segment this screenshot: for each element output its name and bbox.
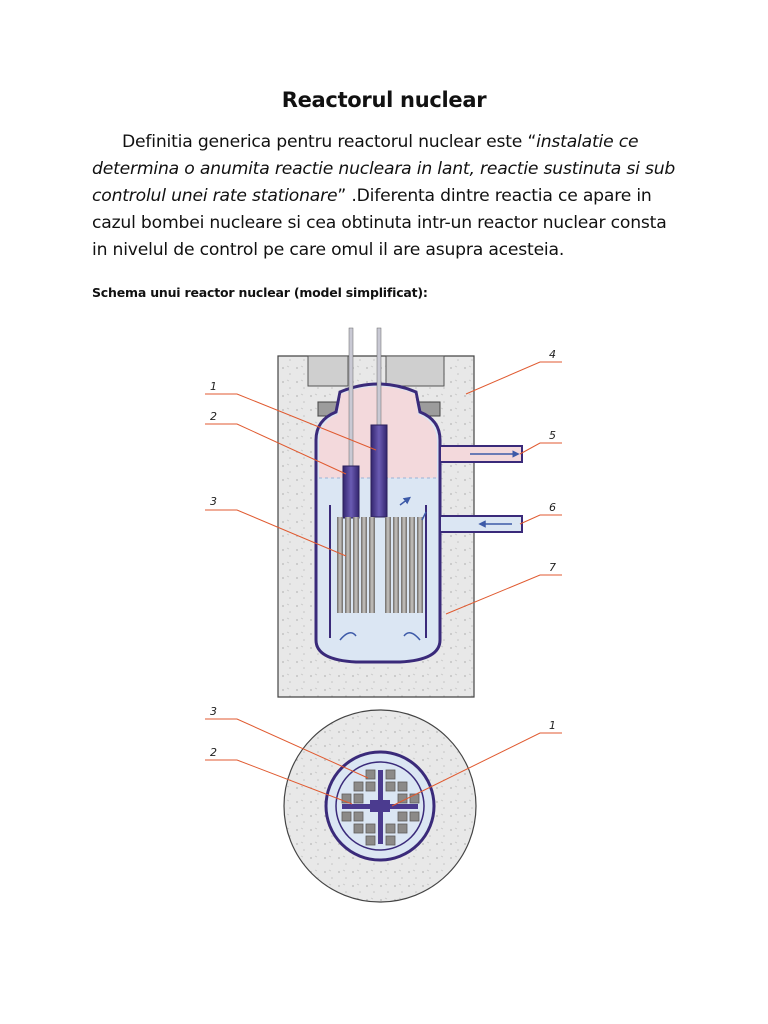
top-control-rods	[342, 770, 418, 844]
top-plug-left	[307, 355, 349, 387]
side-view: 1 2 3 4 5 6 7	[205, 327, 562, 698]
top-label-3: 3	[210, 705, 217, 718]
top-plug-right	[385, 355, 445, 387]
side-label-7: 7	[549, 561, 556, 574]
top-fuel-grid	[341, 769, 420, 846]
side-label-4: 4	[549, 348, 556, 361]
definition-paragraph: Definitia generica pentru reactorul nucl…	[92, 129, 682, 264]
top-label-1: 1	[549, 719, 556, 732]
side-label-3: 3	[210, 495, 217, 508]
side-label-5: 5	[549, 429, 556, 442]
side-label-6: 6	[549, 501, 556, 514]
side-label-1: 1	[210, 380, 217, 393]
rod-drive-left	[348, 327, 354, 469]
top-view: 3 2 1	[205, 705, 562, 903]
rod-drive-right	[376, 327, 382, 429]
side-label-2: 2	[210, 410, 217, 423]
page-title: Reactorul nuclear	[281, 88, 487, 112]
paragraph-text-1: Definitia generica pentru reactorul nucl…	[122, 132, 537, 152]
diagram-caption: Schema unui reactor nuclear (model simpl…	[92, 285, 428, 300]
control-rod-right	[370, 424, 388, 518]
paragraph-text-2: ” .Diferenta dintre reactia ce apare in …	[92, 186, 667, 260]
fuel-assemblies	[337, 517, 423, 613]
top-label-2: 2	[210, 746, 217, 759]
paragraph-quote: instalatie ce determina o anumita reacti…	[92, 132, 676, 206]
